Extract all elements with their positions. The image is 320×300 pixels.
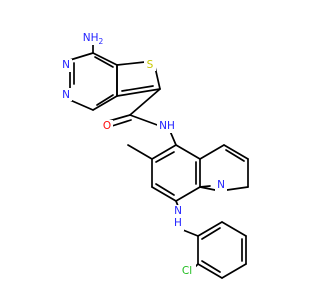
bond-20 — [151, 144, 177, 160]
bond-41 — [221, 263, 247, 279]
bond-9 — [96, 94, 114, 106]
atom-label-amide-nh: NH — [159, 120, 175, 132]
bond-10 — [116, 61, 146, 66]
bond-6 — [92, 95, 118, 111]
atom-label-pyrimidine-n2: N — [62, 89, 70, 101]
bond-19 — [169, 130, 177, 146]
bond-layer — [69, 42, 249, 279]
bond-44 — [197, 221, 223, 237]
bond-15 — [129, 88, 161, 116]
bond-17 — [111, 119, 132, 127]
bond-43 — [221, 221, 247, 237]
bond-26 — [155, 151, 175, 163]
bond-12 — [116, 88, 161, 97]
bond-30 — [199, 144, 225, 160]
bond-23 — [175, 186, 201, 202]
atom-label-layer: NH2 N N S O NH N N H Cl — [60, 31, 227, 278]
bond-29 — [127, 144, 153, 160]
atom-label-aniline-n: N — [174, 205, 182, 217]
atom-label-oxygen: O — [103, 120, 111, 132]
atom-label-aniline-h: H — [174, 217, 182, 229]
atom-label-amine-top: NH2 — [83, 32, 104, 46]
bond-3 — [69, 99, 94, 111]
bond-45 — [201, 227, 221, 240]
bond-25 — [175, 144, 201, 160]
bond-18 — [129, 114, 161, 127]
bond-27 — [155, 183, 175, 196]
atom-label-sulfur: S — [147, 59, 154, 71]
bond-31 — [223, 144, 249, 160]
bond-8 — [94, 56, 114, 68]
bond-40 — [197, 263, 223, 279]
bond-33 — [226, 186, 249, 191]
bond-14 — [121, 85, 154, 92]
bond-46 — [201, 260, 221, 273]
bond-1 — [69, 52, 94, 61]
atom-label-chlorine: Cl — [182, 265, 192, 277]
bond-4 — [92, 52, 118, 66]
atom-label-pyrimidine-n1: N — [62, 59, 70, 71]
bond-35 — [225, 149, 245, 162]
bond-22 — [151, 186, 177, 202]
atom-label-isoquinoline-n: N — [217, 179, 225, 191]
bond-36 — [199, 185, 211, 188]
molecule-structure-diagram: NH2 N N S O NH N N H Cl — [60, 31, 249, 279]
